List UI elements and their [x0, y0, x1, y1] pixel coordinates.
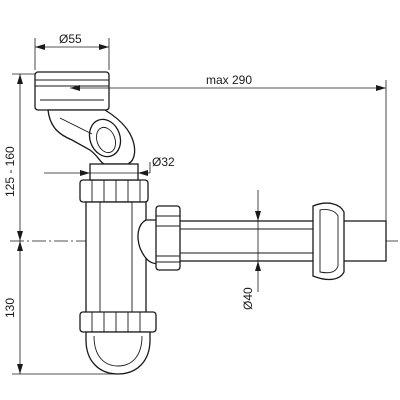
small-diameter-label: Ø32	[152, 155, 175, 169]
outlet-union	[137, 205, 181, 271]
outlet-diameter-label: Ø40	[241, 287, 255, 310]
trap-height-label: 130	[3, 298, 17, 318]
trap-body	[85, 201, 147, 315]
inlet-diameter-label: Ø55	[59, 32, 82, 46]
outlet-pipe	[175, 220, 387, 262]
outlet-diameter-dimension: Ø40	[241, 190, 261, 310]
small-diameter-dimension: Ø32	[44, 155, 175, 176]
reach-label: max 290	[206, 73, 252, 87]
trap-height-dimension: 130	[3, 241, 118, 375]
offset-elbow	[47, 109, 136, 165]
inlet-cup	[34, 71, 110, 111]
top-union-nut	[79, 163, 149, 203]
height-adjust-dimension: 125 - 160	[3, 73, 35, 241]
wall-rosette	[312, 202, 345, 281]
height-adjust-label: 125 - 160	[3, 146, 17, 197]
bottom-union-nut	[79, 311, 157, 333]
inlet-diameter-dimension: Ø55	[34, 32, 110, 70]
reach-dimension: max 290	[70, 73, 387, 221]
trap-bowl	[85, 331, 151, 375]
